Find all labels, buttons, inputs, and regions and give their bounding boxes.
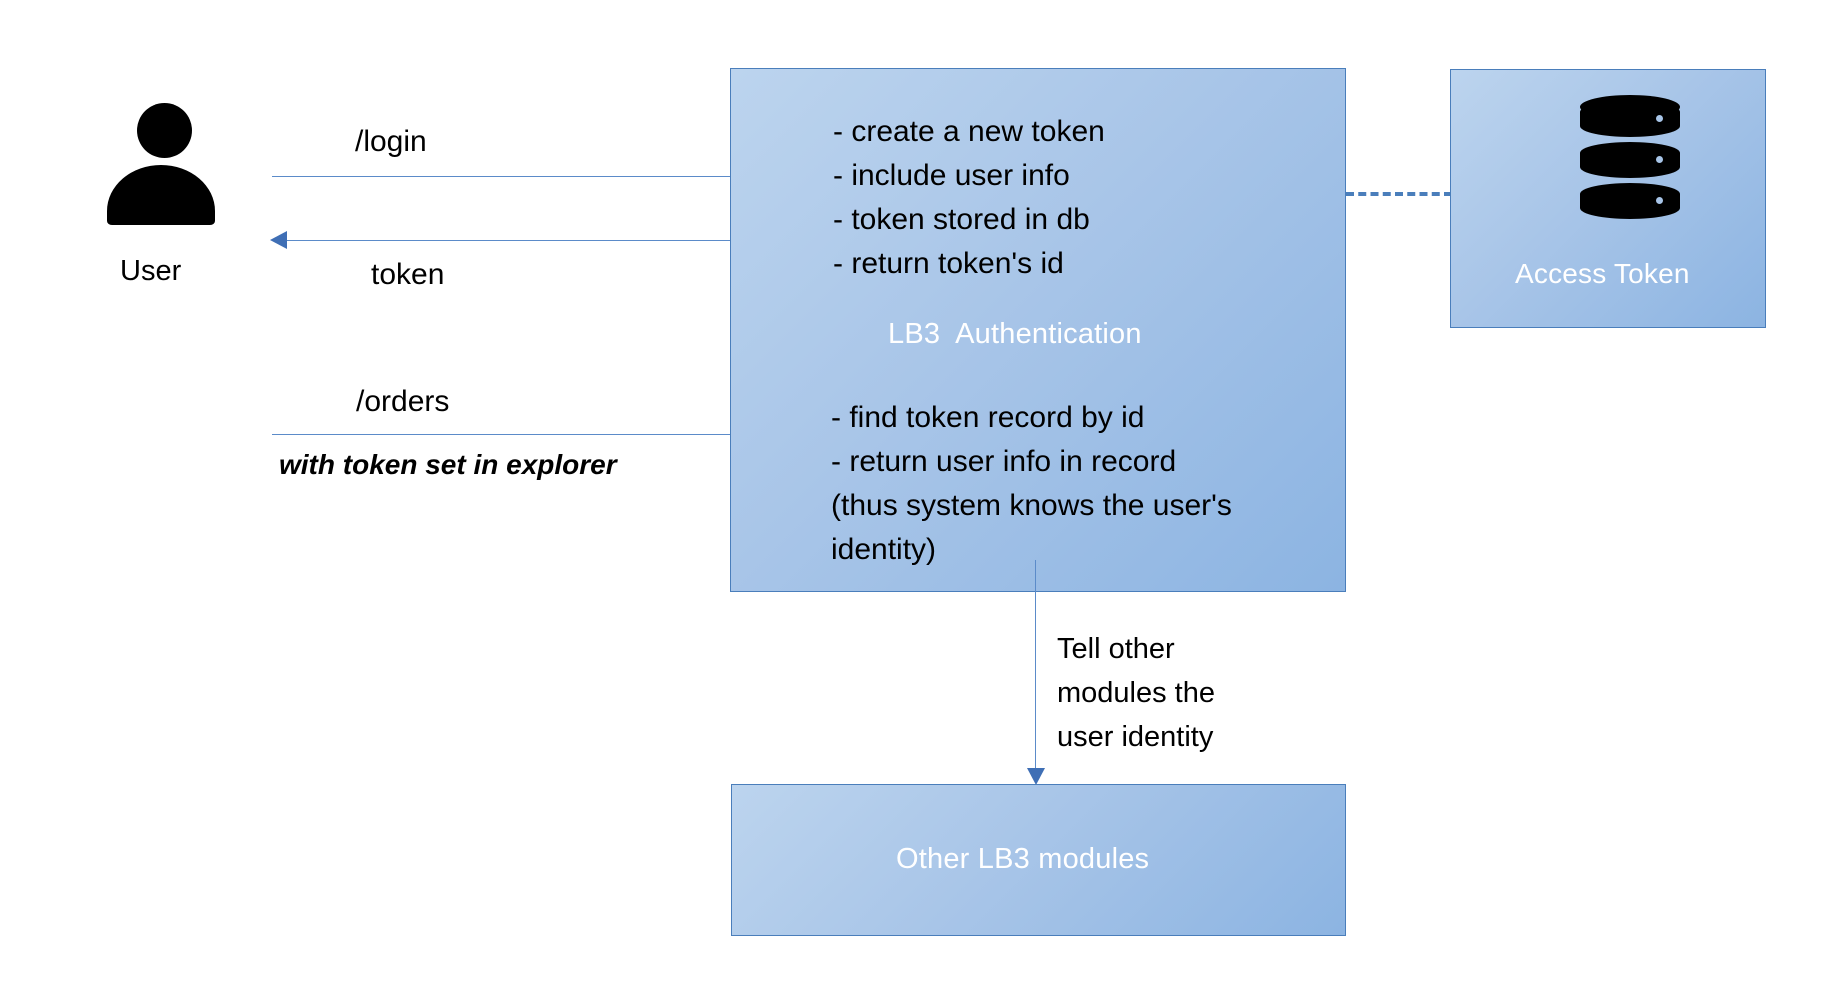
login-arrow-line [272, 176, 788, 177]
token-arrow-label: token [371, 258, 445, 291]
orders-arrow-note: with token set in explorer [279, 449, 617, 480]
database-segment [1580, 183, 1680, 219]
database-dot-icon [1656, 115, 1663, 122]
database-segment [1580, 142, 1680, 178]
lb3-authentication-title: LB3 Authentication [888, 318, 1142, 350]
user-person-icon [107, 103, 215, 234]
user-label: User [120, 255, 182, 287]
downstream-arrow-head-icon [1027, 768, 1045, 785]
token-arrow-head-icon [270, 231, 287, 249]
downstream-arrow-note: Tell other modules the user identity [1057, 633, 1215, 753]
user-head-shape [137, 103, 192, 158]
login-arrow-label: /login [355, 125, 427, 158]
user-body-shape [107, 165, 215, 225]
downstream-arrow-line [1035, 560, 1036, 770]
database-cylinder-icon [1580, 95, 1680, 226]
orders-arrow-label: /orders [356, 385, 450, 418]
auth-bottom-steps-text: - find token record by id - return user … [831, 401, 1232, 566]
access-token-label: Access Token [1515, 258, 1690, 289]
other-lb3-modules-label: Other LB3 modules [896, 843, 1150, 875]
database-dot-icon [1656, 197, 1663, 204]
other-lb3-modules-box [731, 784, 1346, 936]
lb3-authentication-box [730, 68, 1346, 592]
datastore-dashed-connector [1346, 192, 1452, 196]
auth-top-steps-text: - create a new token - include user info… [833, 115, 1105, 280]
token-arrow-line [276, 240, 790, 241]
orders-arrow-line [272, 434, 796, 435]
database-dot-icon [1656, 156, 1663, 163]
database-segment [1580, 101, 1680, 137]
